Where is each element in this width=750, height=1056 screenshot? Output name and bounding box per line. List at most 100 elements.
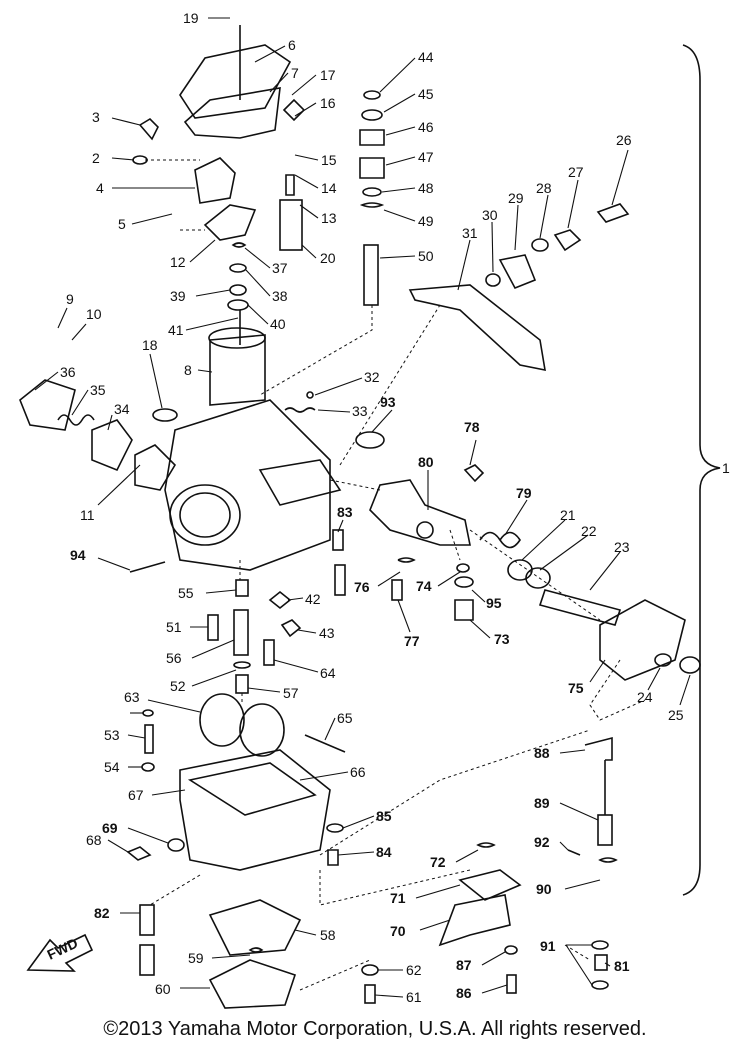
callout-label: 73 — [494, 631, 510, 647]
callout-label: 6 — [288, 37, 296, 53]
callout-label: 17 — [320, 67, 336, 83]
callout-label: 36 — [60, 364, 76, 380]
callout-label: 63 — [124, 689, 140, 705]
callout-label: 88 — [534, 745, 550, 761]
callout-label: 65 — [337, 710, 353, 726]
callout-label: 53 — [104, 727, 120, 743]
callout-label: 70 — [390, 923, 406, 939]
callout-label: 61 — [406, 989, 422, 1005]
callout-label: 27 — [568, 164, 584, 180]
callout-label: 12 — [170, 254, 186, 270]
callout-label: 55 — [178, 585, 194, 601]
callout-label: 68 — [86, 832, 102, 848]
callout-label: 1 — [722, 460, 730, 476]
callout-label: 57 — [283, 685, 299, 701]
callout-label: 48 — [418, 180, 434, 196]
callout-label: 5 — [118, 216, 126, 232]
callout-label: 40 — [270, 316, 286, 332]
fwd-arrow: FWD — [26, 933, 94, 972]
callout-label: 16 — [320, 95, 336, 111]
callout-label: 18 — [142, 337, 158, 353]
callout-label: 74 — [416, 578, 432, 594]
assembly-lines — [145, 159, 646, 991]
callout-label: 91 — [540, 938, 556, 954]
callout-label: 24 — [637, 689, 653, 705]
callout-label: 15 — [321, 152, 337, 168]
callout-label: 19 — [183, 10, 199, 26]
callout-label: 47 — [418, 149, 434, 165]
copyright-notice: ©2013 Yamaha Motor Corporation, U.S.A. A… — [103, 1018, 647, 1040]
callout-label: 95 — [486, 595, 502, 611]
callout-label: 4 — [96, 180, 104, 196]
callout-label: 33 — [352, 403, 368, 419]
leader-lines — [34, 17, 691, 998]
callout-label: 89 — [534, 795, 550, 811]
callout-label: 37 — [272, 260, 288, 276]
callout-label: 22 — [581, 523, 597, 539]
callout-label: 56 — [166, 650, 182, 666]
callout-label: 32 — [364, 369, 380, 385]
callout-label: 8 — [184, 362, 192, 378]
callout-label: 10 — [86, 306, 102, 322]
callout-label: 14 — [321, 180, 337, 196]
callout-label: 82 — [94, 905, 110, 921]
callout-label: 76 — [354, 579, 370, 595]
callout-label: 21 — [560, 507, 576, 523]
callout-label: 46 — [418, 119, 434, 135]
callout-label: 60 — [155, 981, 171, 997]
callout-label: 67 — [128, 787, 144, 803]
callout-label: 71 — [390, 890, 406, 906]
callout-label: 51 — [166, 619, 182, 635]
callout-label: 7 — [291, 65, 299, 81]
callout-label: 69 — [102, 820, 118, 836]
callout-label: 58 — [320, 927, 336, 943]
callout-label: 39 — [170, 288, 186, 304]
callout-label: 72 — [430, 854, 446, 870]
callout-label: 11 — [80, 507, 95, 523]
callout-label: 25 — [668, 707, 684, 723]
callout-label: 64 — [320, 665, 336, 681]
callout-label: 86 — [456, 985, 472, 1001]
callout-label: 79 — [516, 485, 532, 501]
callout-label: 45 — [418, 86, 434, 102]
callout-label: 52 — [170, 678, 186, 694]
callout-label: 59 — [188, 950, 204, 966]
callout-label: 94 — [70, 547, 86, 563]
callout-label: 30 — [482, 207, 498, 223]
callout-label: 41 — [168, 322, 184, 338]
callout-label: 44 — [418, 49, 434, 65]
callout-label: 29 — [508, 190, 524, 206]
callout-label: 28 — [536, 180, 552, 196]
callout-label: 75 — [568, 680, 584, 696]
callout-label: 31 — [462, 225, 478, 241]
callout-label: 83 — [337, 504, 353, 520]
callout-label: 49 — [418, 213, 434, 229]
callout-label: 78 — [464, 419, 480, 435]
callout-label: 54 — [104, 759, 120, 775]
callout-label: 42 — [305, 591, 321, 607]
callout-label: 38 — [272, 288, 288, 304]
callout-label: 90 — [536, 881, 552, 897]
callout-label: 34 — [114, 401, 130, 417]
callout-label: 35 — [90, 382, 106, 398]
callout-label: 93 — [380, 394, 396, 410]
callout-labels: 19 6 7 17 16 3 15 2 14 4 13 5 12 20 37 3… — [60, 10, 730, 1005]
callout-label: 87 — [456, 957, 472, 973]
callout-label: 66 — [350, 764, 366, 780]
exploded-parts-diagram: FWD — [19, 10, 730, 1009]
callout-label: 77 — [404, 633, 420, 649]
callout-label: 85 — [376, 808, 392, 824]
callout-label: 13 — [321, 210, 337, 226]
callout-label: 80 — [418, 454, 434, 470]
callout-label: 84 — [376, 844, 392, 860]
callout-label: 43 — [319, 625, 335, 641]
callout-label: 92 — [534, 834, 550, 850]
callout-label: 3 — [92, 109, 100, 125]
callout-label: 2 — [92, 150, 100, 166]
callout-label: 20 — [320, 250, 336, 266]
callout-label: 26 — [616, 132, 632, 148]
callout-label: 9 — [66, 291, 74, 307]
carburetor-line-art — [19, 25, 721, 1009]
callout-label: 50 — [418, 248, 434, 264]
callout-label: 81 — [614, 958, 630, 974]
